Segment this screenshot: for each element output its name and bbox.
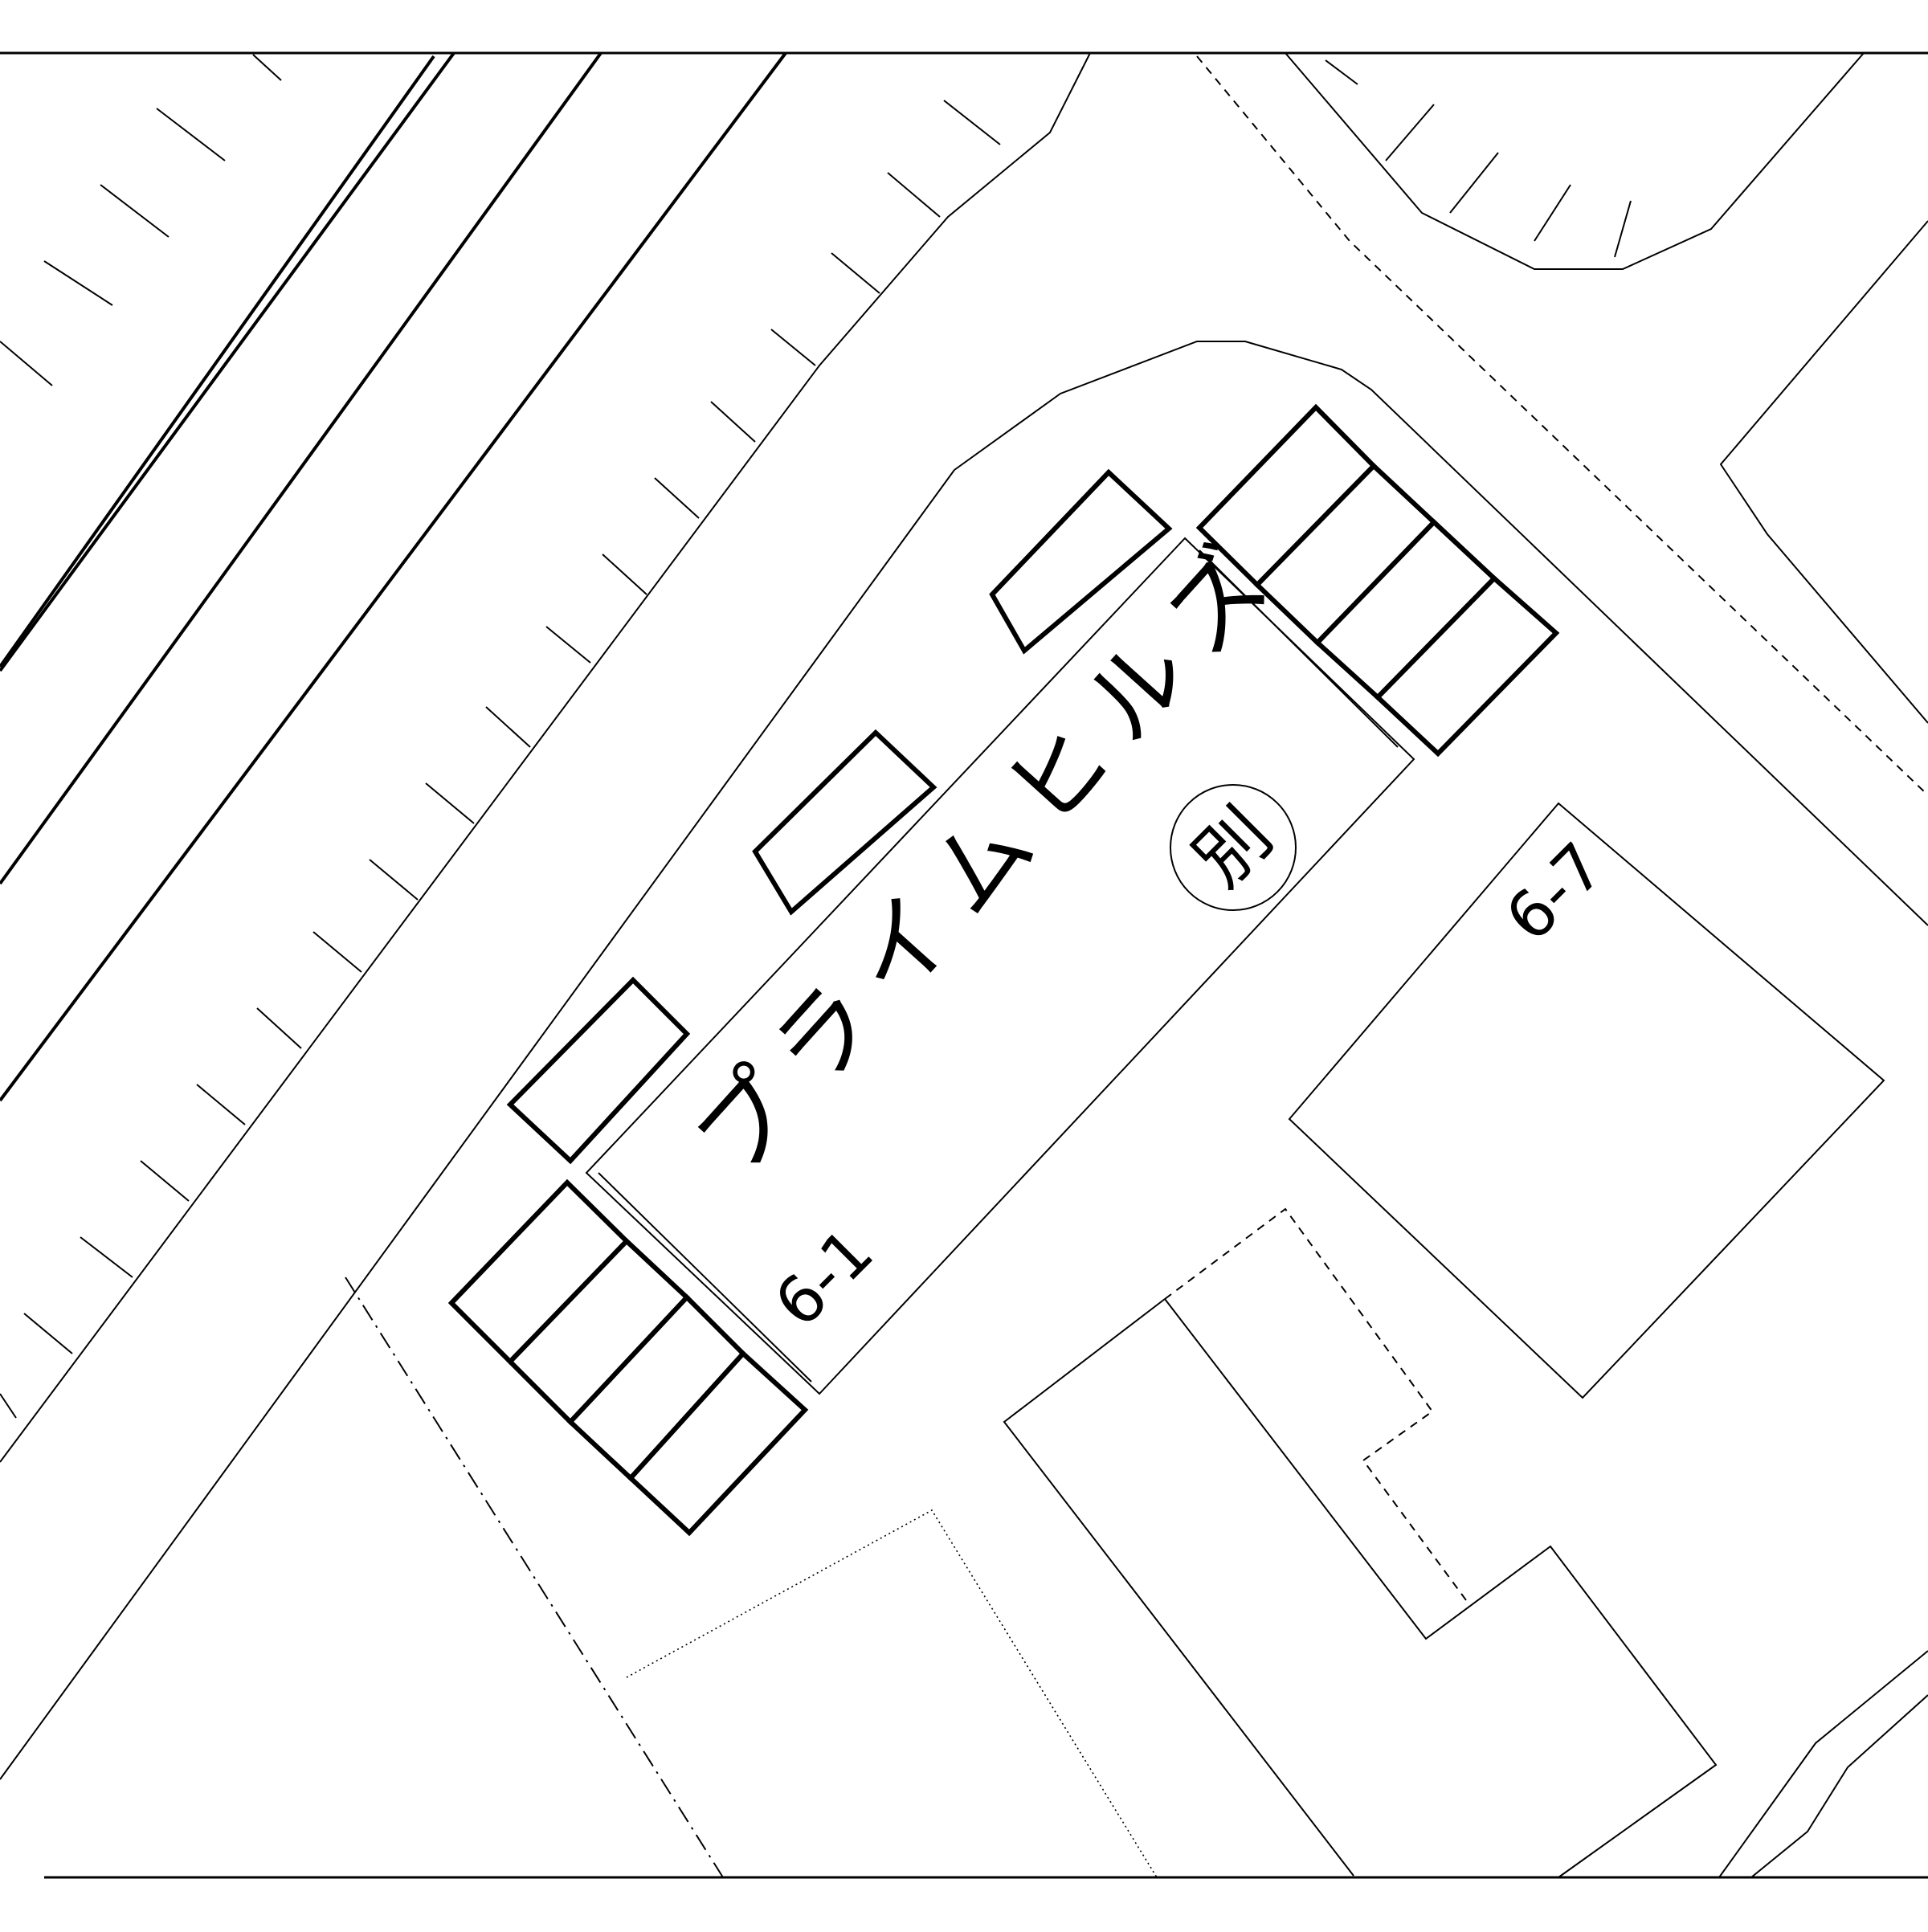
slope-hatching: [0, 54, 1632, 1419]
lower-left-lot: [345, 1276, 1158, 1878]
parking-space: [1374, 574, 1560, 758]
building-inner-line: [1199, 549, 1399, 748]
road-boundary: [0, 52, 1928, 1780]
parking-space: [506, 976, 691, 1165]
road-lines: [0, 51, 787, 1102]
lower-right-structures: [1003, 1207, 1928, 1878]
building-prime-hills: [585, 537, 1415, 1395]
parcel-label-6-7: 6-7: [1491, 828, 1618, 955]
parking-space: [989, 468, 1173, 655]
building-mark-text: 別: [1178, 792, 1289, 903]
parcel-label-6-1: 6-1: [760, 1214, 887, 1341]
parking-stalls: [447, 403, 1560, 1537]
building-inner-line: [598, 1172, 812, 1383]
map-frame: [0, 51, 1928, 1879]
boundary-dashed-upper: [1196, 55, 1928, 796]
block-upper-right: [1285, 52, 1928, 724]
building-6-7: [1288, 802, 1885, 1399]
parking-space: [627, 1350, 809, 1537]
building-mark-badge: 別: [1170, 784, 1297, 911]
parking-space: [752, 729, 937, 916]
